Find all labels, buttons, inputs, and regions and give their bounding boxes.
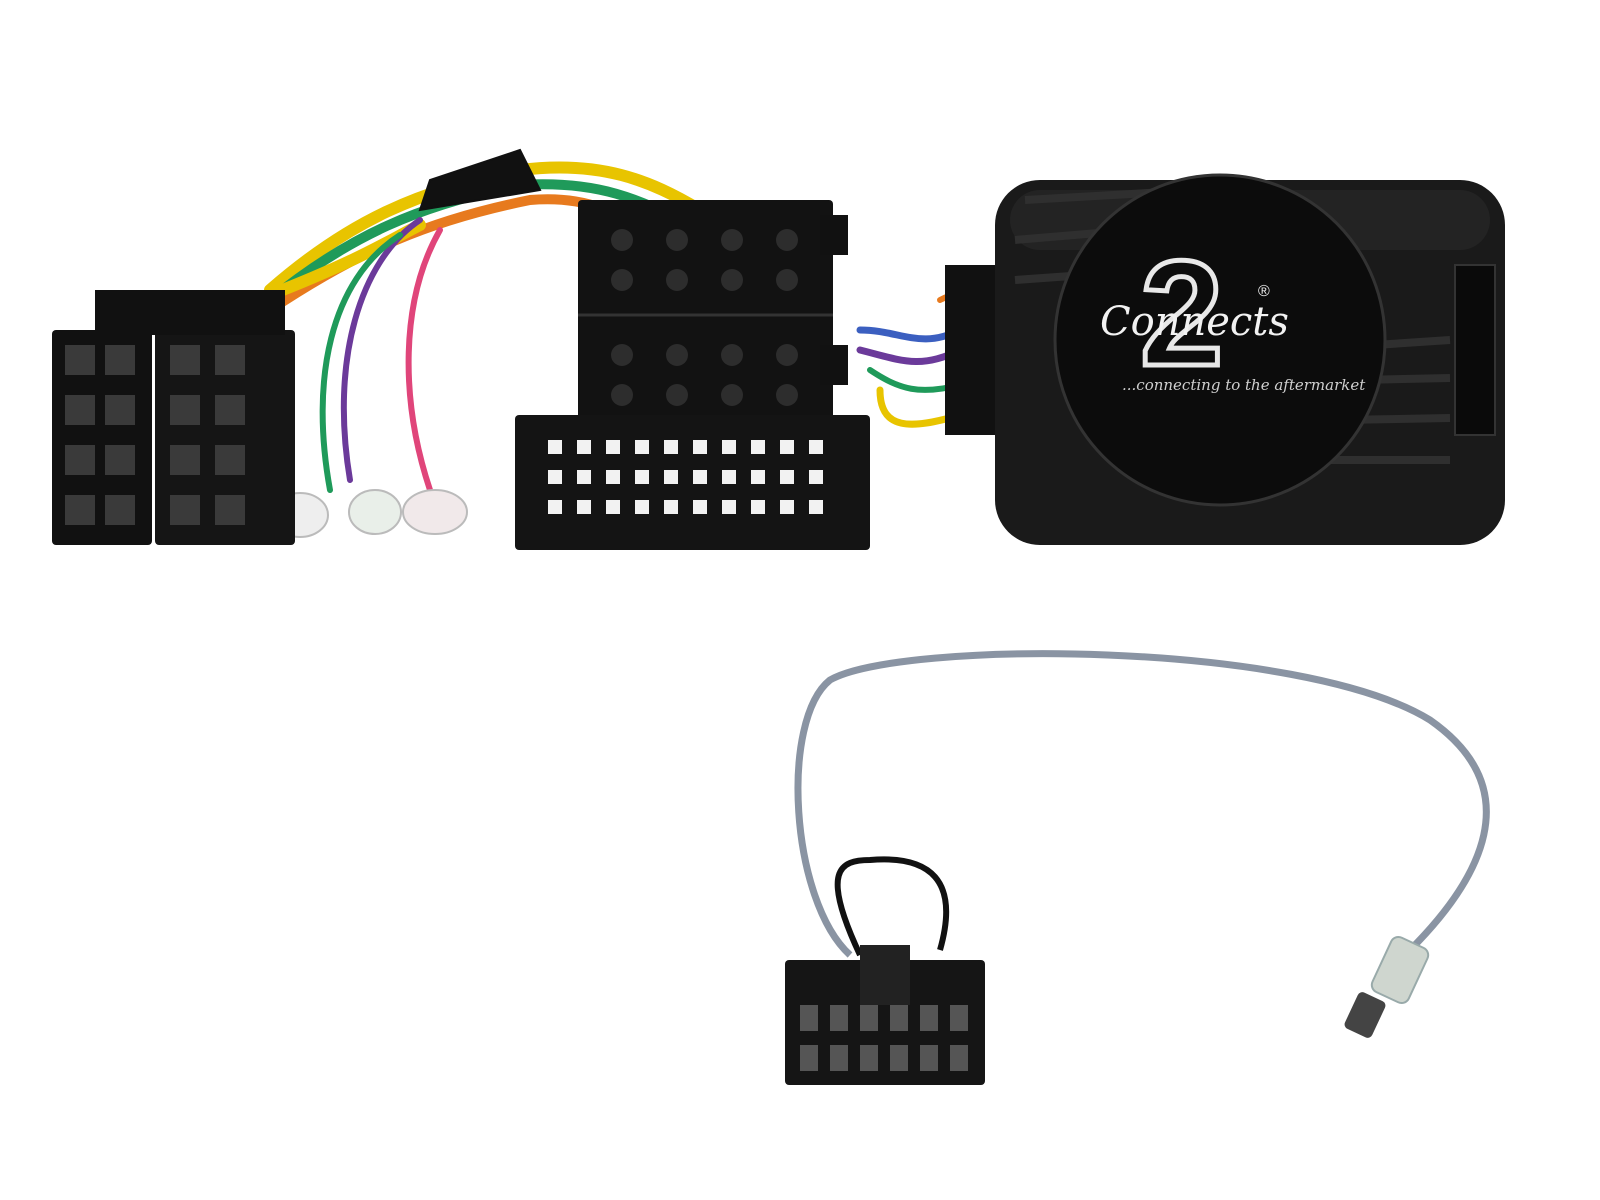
pin-socket xyxy=(860,1005,878,1031)
svg-text:®: ® xyxy=(1258,283,1270,300)
grey-cable xyxy=(794,650,1490,958)
pin-socket xyxy=(722,440,736,454)
pin-socket xyxy=(606,440,620,454)
pin-socket xyxy=(950,1005,968,1031)
pin-socket xyxy=(611,229,633,251)
pin-socket xyxy=(809,440,823,454)
pin-socket xyxy=(611,269,633,291)
pin-socket xyxy=(664,500,678,514)
pin-socket xyxy=(548,440,562,454)
pin-socket xyxy=(666,269,688,291)
pin-socket xyxy=(890,1005,908,1031)
pin-socket xyxy=(577,470,591,484)
pin-socket xyxy=(635,440,649,454)
pin-socket xyxy=(693,500,707,514)
pin-socket xyxy=(776,384,798,406)
pin-socket xyxy=(606,500,620,514)
pin-socket xyxy=(950,1045,968,1071)
pin-socket xyxy=(780,440,794,454)
pin-socket xyxy=(577,500,591,514)
vehicle-connector xyxy=(515,200,870,550)
pin-socket xyxy=(780,500,794,514)
pin-socket xyxy=(722,500,736,514)
pin-socket xyxy=(693,470,707,484)
interface-module: 2 Connects ® ...connecting to the afterm… xyxy=(945,173,1505,545)
pin-socket xyxy=(830,1005,848,1031)
pin-socket xyxy=(890,1045,908,1071)
pin-socket xyxy=(548,470,562,484)
pin-socket xyxy=(721,229,743,251)
svg-text:Connects: Connects xyxy=(1100,299,1289,345)
pin-socket xyxy=(721,384,743,406)
pin-socket xyxy=(722,470,736,484)
pin-socket xyxy=(920,1045,938,1071)
pin-socket xyxy=(776,229,798,251)
pin-socket xyxy=(635,470,649,484)
pin-socket xyxy=(577,440,591,454)
pin-socket xyxy=(751,470,765,484)
pin-socket xyxy=(809,470,823,484)
pin-socket xyxy=(809,500,823,514)
pin-socket xyxy=(721,344,743,366)
pin-socket xyxy=(780,470,794,484)
pin-socket xyxy=(800,1045,818,1071)
pin-socket xyxy=(664,440,678,454)
pin-socket xyxy=(751,500,765,514)
pin-socket xyxy=(548,500,562,514)
pin-socket xyxy=(666,384,688,406)
pin-socket xyxy=(800,1005,818,1031)
pin-socket xyxy=(860,1045,878,1071)
spade-terminals xyxy=(271,489,468,538)
connects2-logo: 2 Connects ® xyxy=(1100,227,1289,400)
tagline: ...connecting to the aftermarket xyxy=(1122,376,1366,394)
pin-socket xyxy=(721,269,743,291)
pin-socket xyxy=(830,1045,848,1071)
pin-socket xyxy=(920,1005,938,1031)
pin-socket xyxy=(611,384,633,406)
pin-socket xyxy=(606,470,620,484)
pin-socket xyxy=(666,229,688,251)
pin-socket xyxy=(776,269,798,291)
pin-socket xyxy=(635,500,649,514)
pin-socket xyxy=(664,470,678,484)
pin-socket xyxy=(666,344,688,366)
pin-socket xyxy=(751,440,765,454)
iso-connector-left xyxy=(52,290,295,545)
svg-text:2: 2 xyxy=(1140,229,1223,397)
twelve-pin-connector xyxy=(785,945,985,1085)
pin-socket xyxy=(611,344,633,366)
pin-socket xyxy=(776,344,798,366)
antenna-plug xyxy=(1344,935,1430,1038)
pin-socket xyxy=(693,440,707,454)
